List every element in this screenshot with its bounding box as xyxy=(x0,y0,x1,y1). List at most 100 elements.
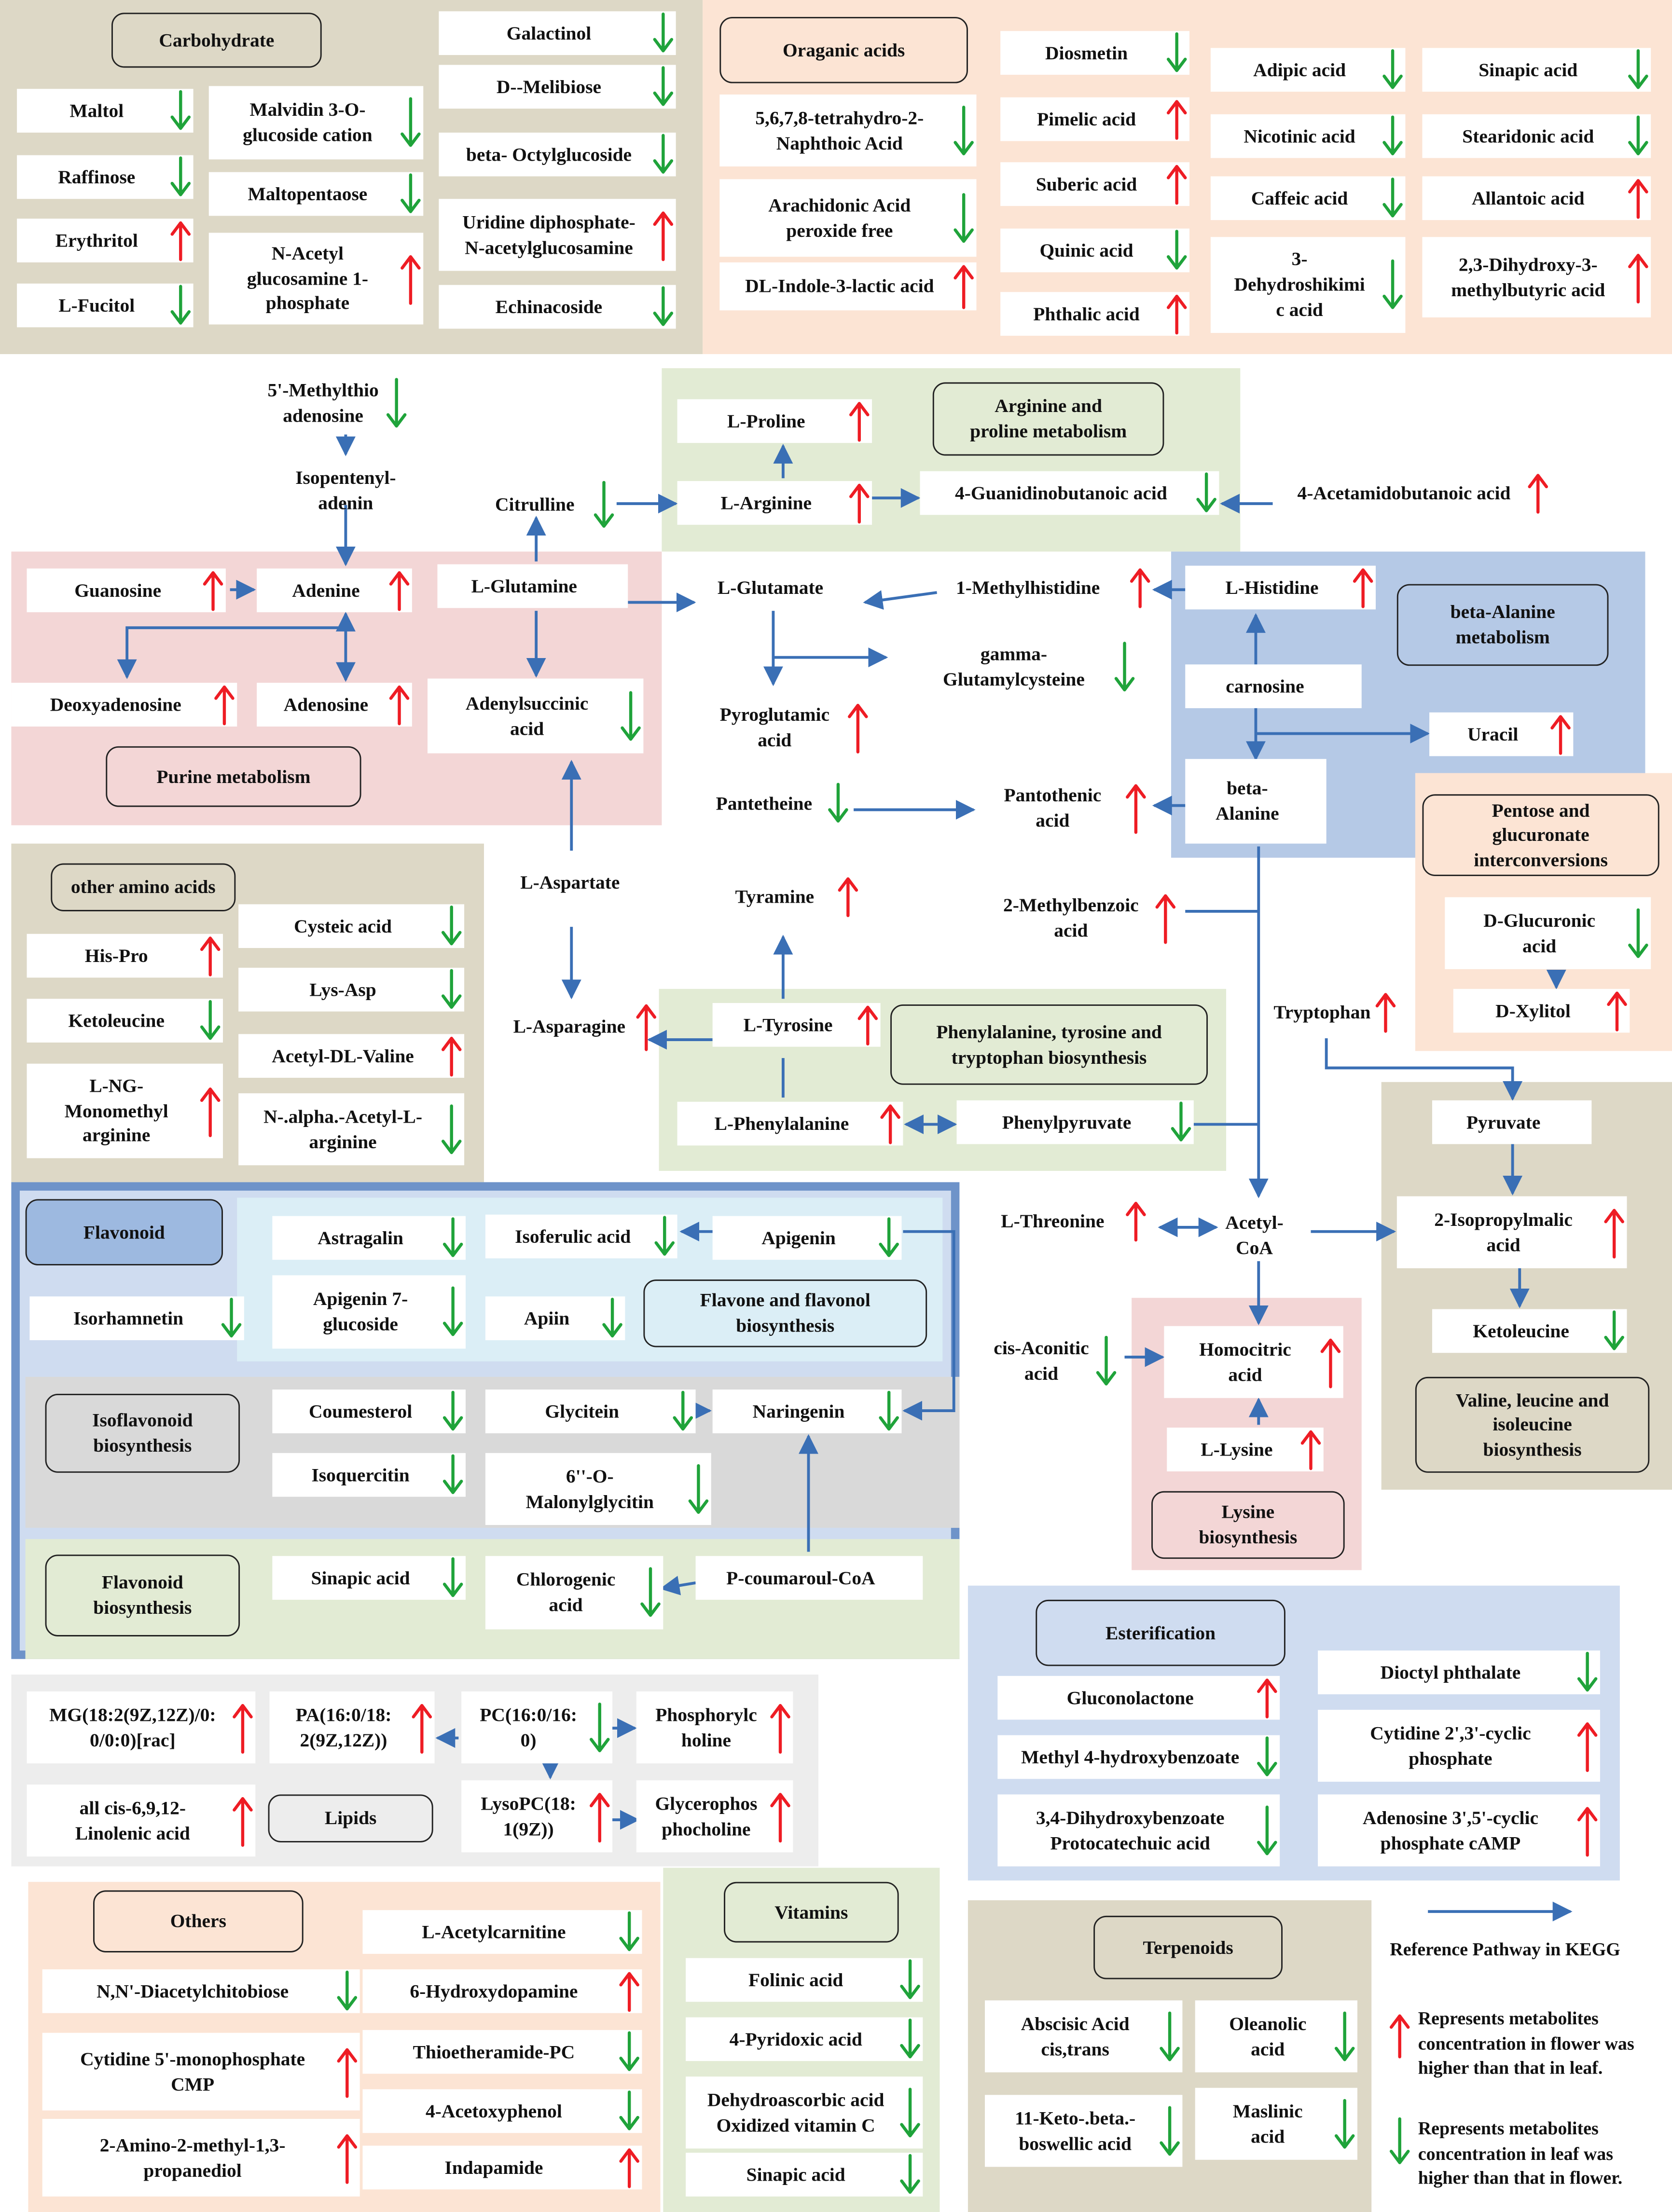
group-title-others: Others xyxy=(93,1890,304,1952)
metabolite-organic-acids-2-label: DL-Indole-3-lactic acid xyxy=(745,275,934,297)
metabolite-flavone-0-label: Astragalin xyxy=(318,1226,403,1248)
metabolite-arginine-1-label: L-Arginine xyxy=(720,492,812,513)
metabolite-flavone-2-label: Apigenin xyxy=(761,1226,836,1248)
down-arrow-icon xyxy=(401,173,421,213)
metabolite-carbohydrate-4-label: Malvidin 3-O-glucoside cation xyxy=(243,99,373,146)
up-arrow-icon xyxy=(589,1792,610,1842)
metabolite-lipids-1: all cis-6,9,12-Linolenic acid xyxy=(27,1784,256,1857)
up-arrow-icon xyxy=(1320,1338,1341,1388)
metabolite-purine-4-label: Adenosine xyxy=(283,693,369,715)
up-arrow-icon xyxy=(653,210,674,261)
metabolite-others-0: N,N'-Diacetylchitobiose xyxy=(42,1969,360,2013)
metabolite-isoflavonoid-2: Naringenin xyxy=(712,1389,902,1433)
metabolite-node-13-label: L-Asparagine xyxy=(513,1016,626,1037)
metabolite-node-1: Isopentenyl-adenin xyxy=(276,457,432,523)
metabolite-others-7-label: Indapamide xyxy=(444,2156,543,2178)
metabolite-vitamins-3-label: Sinapic acid xyxy=(746,2163,845,2185)
down-arrow-icon xyxy=(1389,2117,1410,2164)
metabolite-node-6-label: gamma-Glutamylcysteine xyxy=(943,643,1085,690)
pathway-line xyxy=(863,590,937,610)
metabolite-node-3-label: 4-Acetamidobutanoic acid xyxy=(1297,481,1511,503)
up-arrow-icon xyxy=(636,1004,656,1051)
metabolite-node-16: Acetyl-CoA xyxy=(1216,1199,1310,1271)
up-arrow-icon xyxy=(1628,179,1648,219)
up-arrow-icon xyxy=(200,1086,221,1137)
group-title-vitamins: Vitamins xyxy=(724,1882,899,1943)
metabolite-organic-acids-0: 5,6,7,8-tetrahydro-2-Naphthoic Acid xyxy=(719,94,977,167)
metabolite-carbohydrate-5: Maltopentaose xyxy=(208,172,424,216)
metabolite-carbohydrate-0: Maltol xyxy=(17,89,193,133)
down-arrow-icon xyxy=(879,1217,899,1257)
down-arrow-icon xyxy=(602,1297,622,1338)
up-arrow-icon xyxy=(1628,253,1648,303)
up-arrow-icon xyxy=(412,1703,432,1753)
metabolite-beta-alanine-0-label: L-Histidine xyxy=(1225,576,1319,598)
up-arrow-icon xyxy=(1604,1208,1624,1258)
metabolite-organic-acids-5-label: Suberic acid xyxy=(1036,173,1137,194)
metabolite-organic-acids-7: Phthalic acid xyxy=(1000,292,1190,336)
down-arrow-icon xyxy=(653,13,674,53)
down-arrow-icon xyxy=(653,66,674,106)
metabolite-node-2-label: Citrulline xyxy=(495,494,575,515)
down-arrow-icon xyxy=(1382,178,1403,218)
down-arrow-icon xyxy=(688,1463,709,1513)
down-arrow-icon xyxy=(1166,230,1187,270)
up-arrow-icon xyxy=(1607,991,1627,1031)
down-arrow-icon xyxy=(441,905,462,946)
metabolite-organic-acids-15: 2,3-Dihydroxy-3-methylbutyric acid xyxy=(1422,237,1651,317)
pathway-line xyxy=(660,1576,696,1595)
metabolite-other-amino-acids-4-label: Lys-Asp xyxy=(309,978,376,1000)
metabolite-terpenoids-1-label: 11-Keto-.beta.-boswellic acid xyxy=(1015,2107,1136,2154)
down-arrow-icon xyxy=(170,156,191,196)
metabolite-node-11-label: Tyramine xyxy=(735,885,815,907)
down-arrow-icon xyxy=(1628,907,1648,958)
down-arrow-icon xyxy=(619,1911,639,1951)
down-arrow-icon xyxy=(673,1390,693,1431)
metabolite-vitamins-0: Folinic acid xyxy=(686,1958,923,2002)
metabolite-lipids-4-label: LysoPC(18:1(9Z)) xyxy=(481,1792,576,1839)
up-arrow-icon xyxy=(849,483,870,524)
metabolite-others-5-label: Thioetheramide-PC xyxy=(413,2040,575,2062)
metabolite-flavone-2: Apigenin xyxy=(712,1216,902,1260)
metabolite-organic-acids-4-label: Pimelic acid xyxy=(1037,108,1136,129)
metabolite-node-8: Pantetheine xyxy=(694,782,851,825)
down-arrow-icon xyxy=(653,134,674,174)
up-arrow-icon xyxy=(1257,1678,1277,1718)
down-arrow-icon xyxy=(1334,2098,1355,2148)
up-arrow-icon xyxy=(337,2047,358,2097)
metabolite-beta-alanine-3: beta-Alanine xyxy=(1185,759,1327,844)
metabolite-vitamins-3: Sinapic acid xyxy=(686,2153,923,2197)
metabolite-other-amino-acids-1: Ketoleucine xyxy=(27,999,223,1043)
metabolite-carbohydrate-8: D--Melibiose xyxy=(439,65,676,109)
down-arrow-icon xyxy=(900,1959,920,1999)
down-arrow-icon xyxy=(900,2019,920,2059)
metabolite-others-0-label: N,N'-Diacetylchitobiose xyxy=(97,1980,289,2002)
down-arrow-icon xyxy=(594,481,614,528)
metabolite-node-4: L-Glutamate xyxy=(695,565,862,610)
metabolite-node-10-label: L-Aspartate xyxy=(520,871,620,893)
metabolite-organic-acids-14-label: Allantoic acid xyxy=(1472,187,1585,208)
down-arrow-icon xyxy=(170,90,191,130)
up-arrow-icon xyxy=(1126,783,1146,833)
down-arrow-icon xyxy=(1577,1651,1598,1692)
metabolite-carbohydrate-4: Malvidin 3-O-glucoside cation xyxy=(208,86,424,160)
down-arrow-icon xyxy=(170,285,191,325)
down-arrow-icon xyxy=(589,1702,610,1752)
down-arrow-icon xyxy=(441,969,462,1009)
metabolite-organic-acids-3: Diosmetin xyxy=(1000,31,1190,75)
